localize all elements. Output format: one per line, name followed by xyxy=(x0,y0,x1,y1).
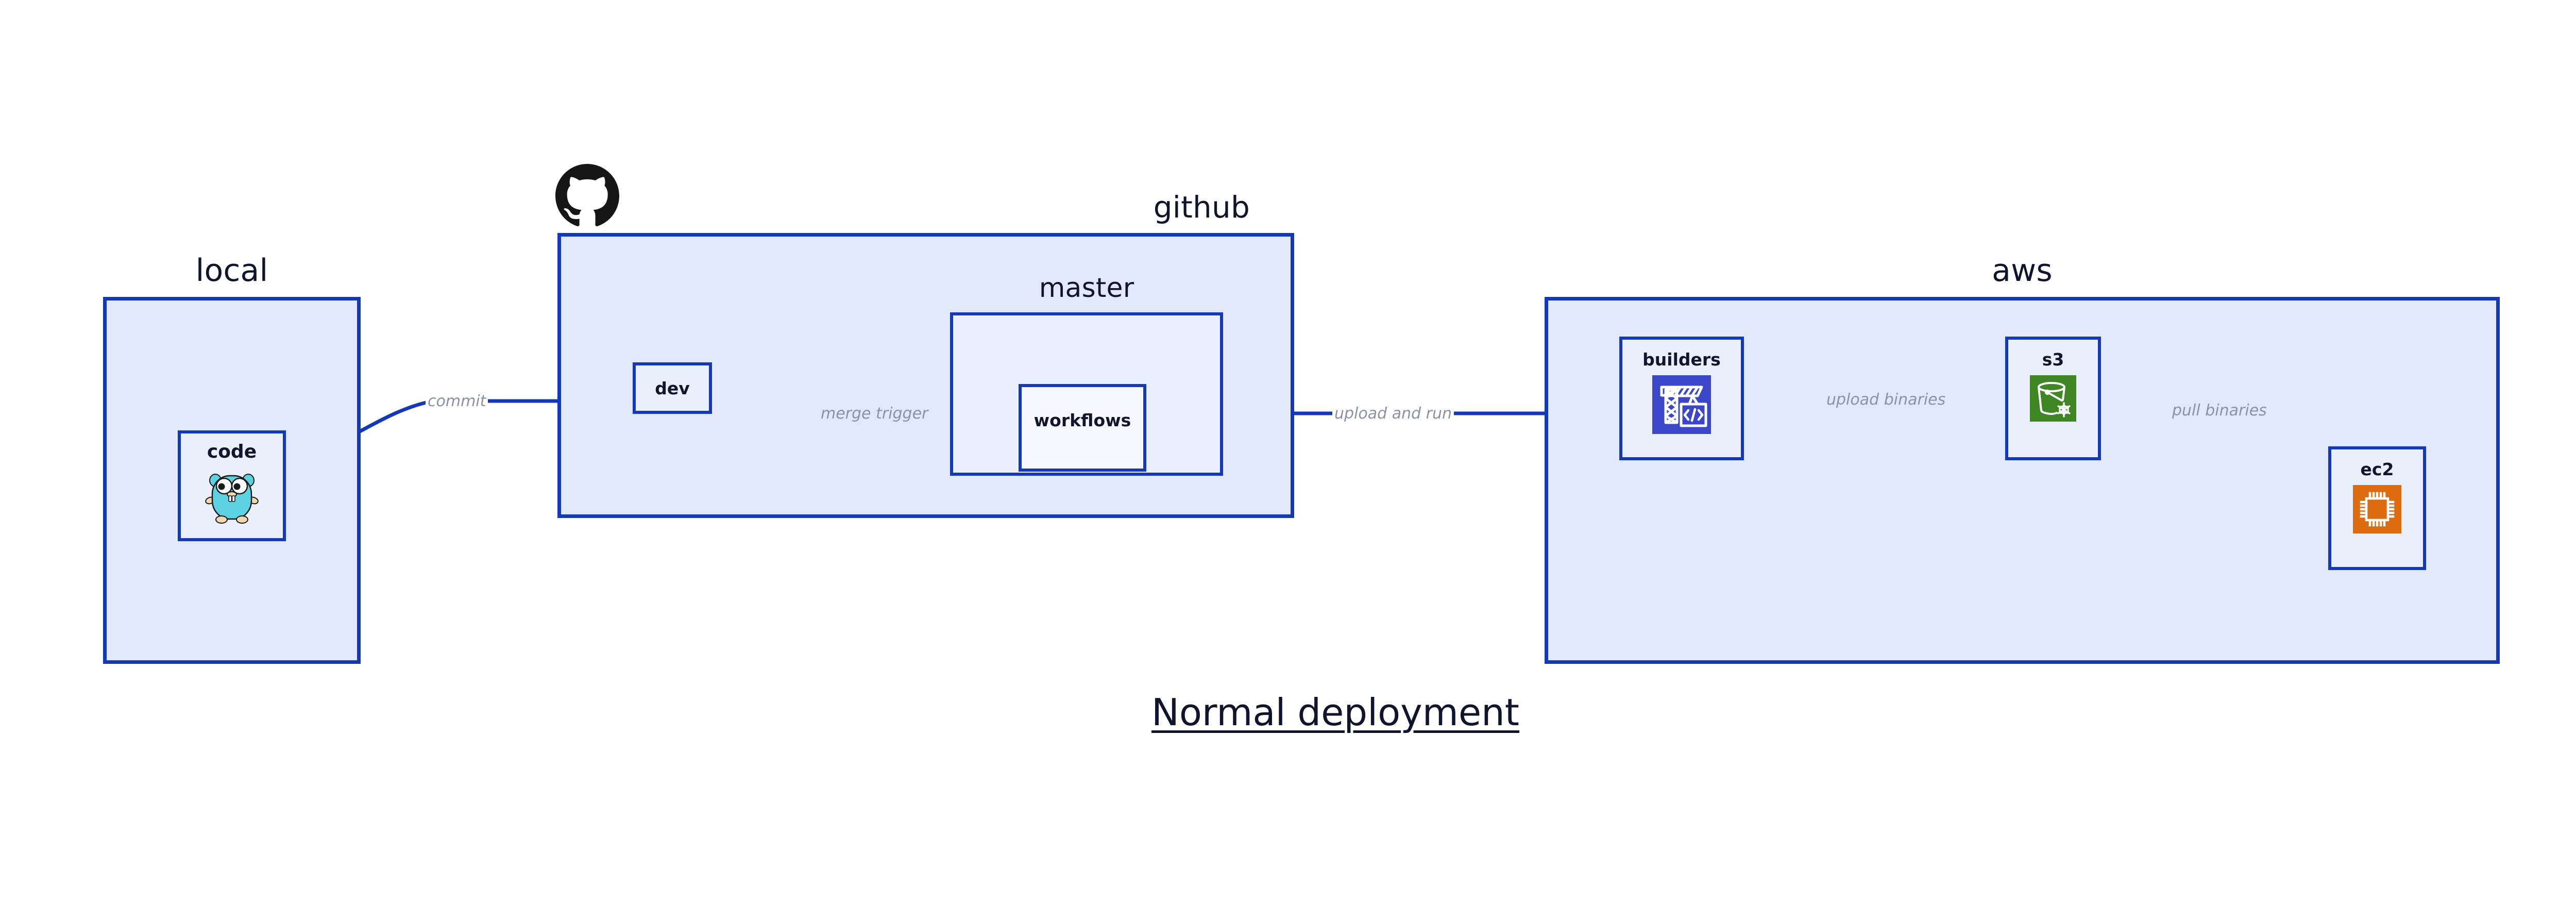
edge-label-commit: commit xyxy=(426,394,488,409)
node-dev-label: dev xyxy=(655,378,690,398)
node-builders[interactable]: builders xyxy=(1619,337,1744,460)
edge-label-upload-binaries: upload binaries xyxy=(1824,392,1948,408)
group-local-label: local xyxy=(195,253,268,289)
edge-label-merge-trigger: merge trigger xyxy=(819,406,930,422)
node-ec2-label: ec2 xyxy=(2360,459,2394,479)
group-github-label: github xyxy=(1153,190,1250,225)
node-s3[interactable]: s3 xyxy=(2005,337,2101,460)
construction-crane-code-icon xyxy=(1652,375,1711,436)
diagram-caption: Normal deployment xyxy=(1151,691,1520,734)
node-builders-label: builders xyxy=(1642,349,1721,370)
s3-bucket-snowflake-icon xyxy=(2030,375,2076,424)
node-ec2[interactable]: ec2 xyxy=(2328,446,2426,570)
node-s3-label: s3 xyxy=(2042,349,2064,370)
node-workflows-label: workflows xyxy=(1033,410,1131,430)
node-code[interactable]: code xyxy=(178,430,286,541)
github-octocat-logo xyxy=(555,164,619,230)
group-aws-label: aws xyxy=(1992,253,2053,289)
node-workflows[interactable]: workflows xyxy=(1019,384,1146,472)
go-gopher-icon xyxy=(204,466,260,526)
edge-label-pull-binaries: pull binaries xyxy=(2170,403,2269,419)
node-dev[interactable]: dev xyxy=(633,362,712,414)
edge-label-upload-and-run: upload and run xyxy=(1332,406,1454,422)
node-code-label: code xyxy=(207,441,257,462)
group-master-label: master xyxy=(1039,273,1134,304)
cpu-chip-icon xyxy=(2353,485,2401,536)
